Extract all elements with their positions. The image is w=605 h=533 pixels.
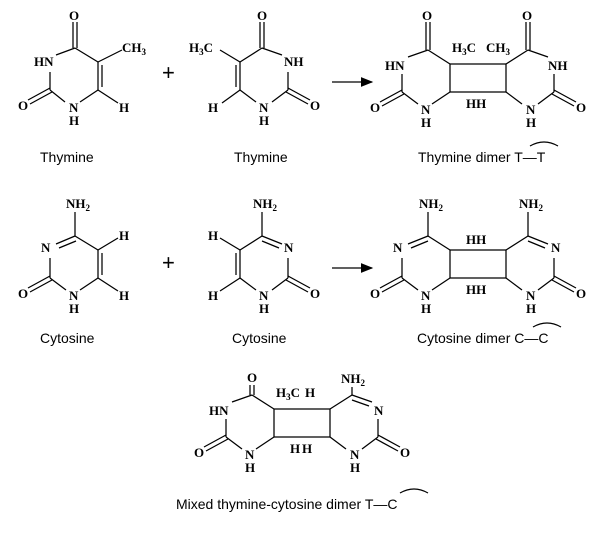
- atom-h: H: [208, 100, 218, 115]
- amino-group: NH2: [66, 196, 91, 213]
- atom-o: O: [310, 98, 320, 113]
- atom-o: O: [18, 286, 28, 301]
- amino-group: NH2: [253, 196, 278, 213]
- atom-h: H: [302, 441, 312, 456]
- atom-hh: HH: [466, 96, 486, 111]
- atom-h: H: [119, 288, 129, 303]
- cytosine-molecule-2: NH2 N O N H H H: [208, 196, 320, 316]
- atom-n: N: [259, 288, 269, 303]
- atom-h: H: [526, 115, 536, 130]
- atom-o: O: [18, 98, 28, 113]
- atom-h: H: [305, 385, 315, 400]
- cytosine-molecule-1: NH2 N O N H H H: [18, 196, 129, 316]
- mixed-dimer-molecule: O NH2 HN N O O N H N H H H H3C H: [194, 370, 410, 475]
- atom-n: N: [421, 102, 431, 117]
- amino-group: NH2: [419, 196, 444, 213]
- amino-group: NH2: [519, 196, 544, 213]
- atom-hn: HN: [209, 403, 229, 418]
- atom-o: O: [247, 370, 257, 385]
- plus-sign: +: [162, 60, 175, 85]
- caption-cytosine-dimer: Cytosine dimer C—C: [417, 330, 549, 346]
- atom-n: N: [41, 240, 51, 255]
- atom-o: O: [370, 100, 380, 115]
- cytosine-dimer-molecule: NH2 NH2 N N O O N H N H HH HH: [370, 196, 586, 316]
- atom-hn: HN: [34, 54, 54, 69]
- atom-o: O: [257, 8, 267, 23]
- thymine-molecule-1: O HN O N H H CH3: [18, 8, 147, 128]
- methyl-group: H3C: [276, 385, 300, 402]
- atom-n: N: [259, 100, 269, 115]
- atom-h: H: [421, 301, 431, 316]
- atom-n: N: [526, 102, 536, 117]
- methyl-group: H3C: [189, 40, 213, 57]
- amino-group: NH2: [341, 371, 366, 388]
- dimer-arc-mark: [399, 488, 429, 494]
- atom-h: H: [421, 115, 431, 130]
- caption-cytosine: Cytosine: [232, 330, 287, 346]
- atom-o: O: [370, 286, 380, 301]
- atom-o: O: [522, 8, 532, 23]
- caption-thymine: Thymine: [234, 149, 288, 165]
- atom-o: O: [69, 8, 79, 23]
- plus-sign: +: [162, 250, 175, 275]
- atom-hn: HN: [385, 58, 405, 73]
- atom-o: O: [576, 286, 586, 301]
- atom-h: H: [69, 113, 79, 128]
- atom-nh: NH: [284, 54, 304, 69]
- methyl-group: CH3: [122, 40, 147, 57]
- atom-h: H: [259, 301, 269, 316]
- atom-o: O: [576, 100, 586, 115]
- atom-h: H: [259, 113, 269, 128]
- atom-n: N: [69, 288, 79, 303]
- atom-h: H: [526, 301, 536, 316]
- atom-n: N: [551, 240, 561, 255]
- atom-o: O: [400, 445, 410, 460]
- atom-h: H: [245, 460, 255, 475]
- atom-h: H: [350, 460, 360, 475]
- caption-thymine-dimer: Thymine dimer T—T: [418, 149, 546, 165]
- atom-n: N: [69, 100, 79, 115]
- atom-hh: HH: [466, 232, 486, 247]
- methyl-group: CH3: [486, 40, 511, 57]
- caption-mixed-dimer: Mixed thymine-cytosine dimer T—C: [176, 496, 397, 512]
- atom-n: N: [374, 403, 384, 418]
- atom-h: H: [119, 228, 129, 243]
- caption-thymine: Thymine: [40, 149, 94, 165]
- caption-cytosine: Cytosine: [40, 330, 95, 346]
- atom-n: N: [284, 240, 294, 255]
- atom-h: H: [208, 228, 218, 243]
- atom-h: H: [119, 100, 129, 115]
- atom-n: N: [421, 288, 431, 303]
- atom-hh: HH: [466, 282, 486, 297]
- atom-n: N: [245, 447, 255, 462]
- dimer-arc-mark: [532, 322, 562, 328]
- atom-n: N: [350, 447, 360, 462]
- atom-n: N: [526, 288, 536, 303]
- atom-nh: NH: [548, 58, 568, 73]
- atom-h: H: [69, 301, 79, 316]
- thymine-dimer-molecule: O O HN NH O O N H N H HH H3C CH3: [370, 8, 586, 130]
- atom-h: H: [208, 288, 218, 303]
- thymine-molecule-2: O NH O N H H H3C: [189, 8, 320, 128]
- dimer-arc-mark: [529, 141, 559, 147]
- methyl-group: H3C: [452, 40, 476, 57]
- atom-o: O: [310, 286, 320, 301]
- atom-o: O: [194, 445, 204, 460]
- atom-o: O: [422, 8, 432, 23]
- atom-n: N: [393, 240, 403, 255]
- atom-h: H: [290, 441, 300, 456]
